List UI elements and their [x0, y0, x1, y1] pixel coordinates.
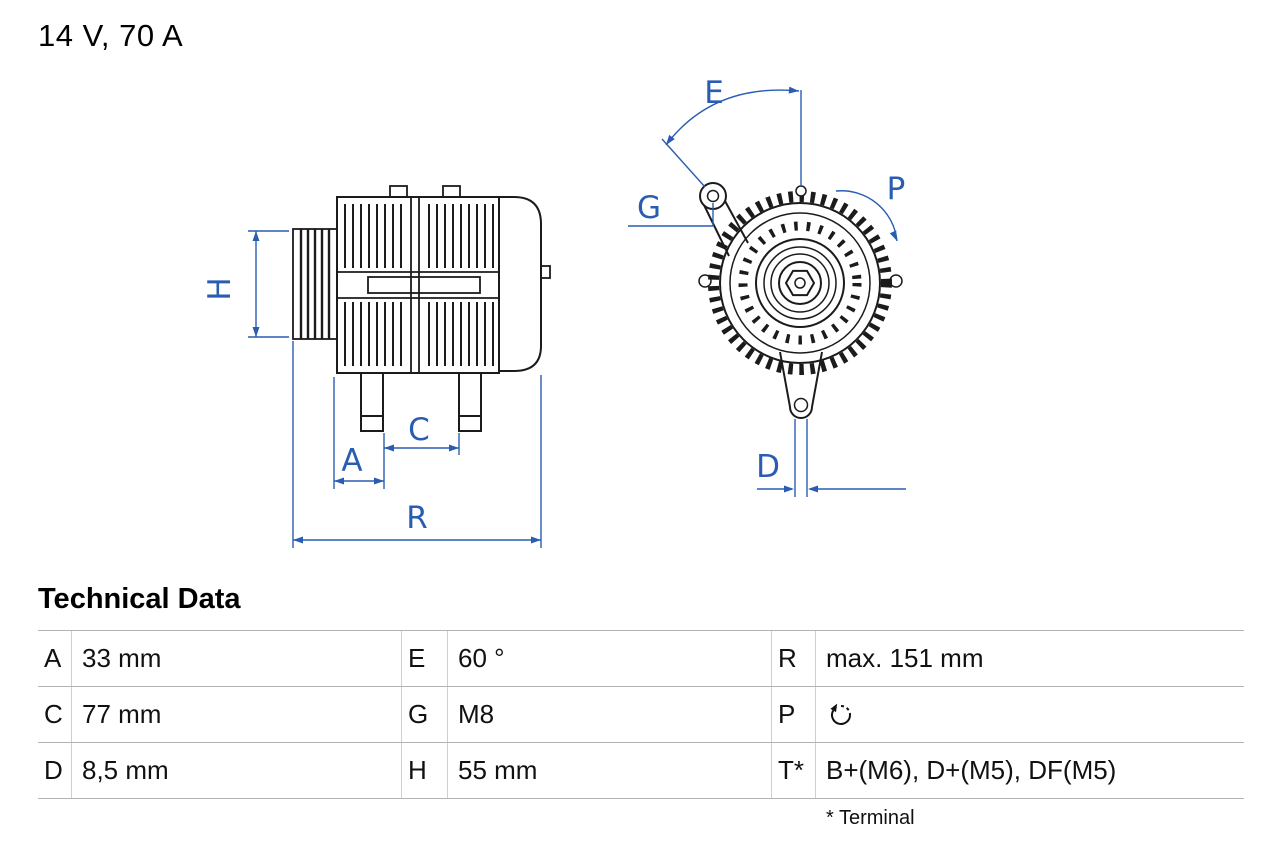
pulley [292, 228, 338, 340]
value-cell: 33 mm [72, 631, 402, 686]
value-cell: 55 mm [448, 743, 772, 798]
key-cell: E [402, 631, 448, 686]
front-view [698, 182, 903, 419]
housing-rim [719, 202, 881, 364]
vent-ring [738, 221, 862, 345]
housing-body [336, 185, 500, 374]
technical-data-table: A 33 mm E 60 ° R max. 151 mm C 77 mm G M… [38, 630, 1244, 799]
top-bolt-hole [795, 185, 807, 197]
dim-label-c: C [408, 412, 430, 448]
dimension-arrowheads [252, 86, 897, 544]
terminal-footnote: * Terminal [826, 807, 915, 829]
key-cell: H [402, 743, 448, 798]
cooling-fins-top [344, 204, 494, 268]
dim-label-h: H [202, 277, 238, 300]
rotation-direction-icon [830, 703, 851, 725]
value-cell: B+(M6), D+(M5), DF(M5) [826, 755, 1117, 785]
side-lug-left [698, 274, 712, 288]
value-cell: 60 ° [448, 631, 772, 686]
side-view [292, 185, 551, 432]
page-title: 14 V, 70 A [38, 18, 184, 53]
terminal-stub [540, 265, 551, 279]
rear-end-cap [499, 196, 542, 372]
table-row: D 8,5 mm H 55 mm T* B+(M6), D+(M5), DF(M… [38, 743, 1244, 799]
key-cell: P [772, 687, 816, 742]
key-cell: A [38, 631, 72, 686]
side-lug-right [889, 274, 903, 288]
value-cell [816, 687, 1244, 742]
dim-label-g: G [637, 190, 661, 226]
bolt-head [389, 185, 408, 198]
key-cell: D [38, 743, 72, 798]
bottom-lug [779, 351, 823, 419]
dimension-labels: H A C R E G P D [202, 75, 905, 536]
alternator-technical-drawing: H A C R E G P D [202, 75, 906, 548]
dimension-lines [248, 89, 906, 548]
key-cell: G [402, 687, 448, 742]
stator-band [367, 276, 481, 294]
dim-label-d: D [756, 449, 780, 485]
table-row: A 33 mm E 60 ° R max. 151 mm [38, 631, 1244, 687]
key-cell: R [772, 631, 816, 686]
key-cell: T* [772, 743, 816, 798]
fins-ring [708, 191, 892, 375]
value-cell: M8 [448, 687, 772, 742]
table-title: Technical Data [38, 583, 241, 615]
dim-label-a: A [341, 443, 362, 479]
dim-label-r: R [406, 500, 428, 536]
table-row: C 77 mm G M8 P [38, 687, 1244, 743]
dim-label-p: P [887, 171, 906, 207]
technical-data-section: Technical Data A 33 mm E 60 ° R max. 151… [38, 583, 1244, 830]
mounting-lugs [360, 372, 482, 432]
dim-label-e: E [704, 75, 724, 111]
value-cell: 77 mm [72, 687, 402, 742]
value-cell: max. 151 mm [826, 643, 984, 673]
hex-nut [784, 269, 816, 297]
bolt-head [442, 185, 461, 198]
value-cell: 8,5 mm [72, 743, 402, 798]
cooling-fins-bottom [344, 302, 494, 366]
key-cell: C [38, 687, 72, 742]
